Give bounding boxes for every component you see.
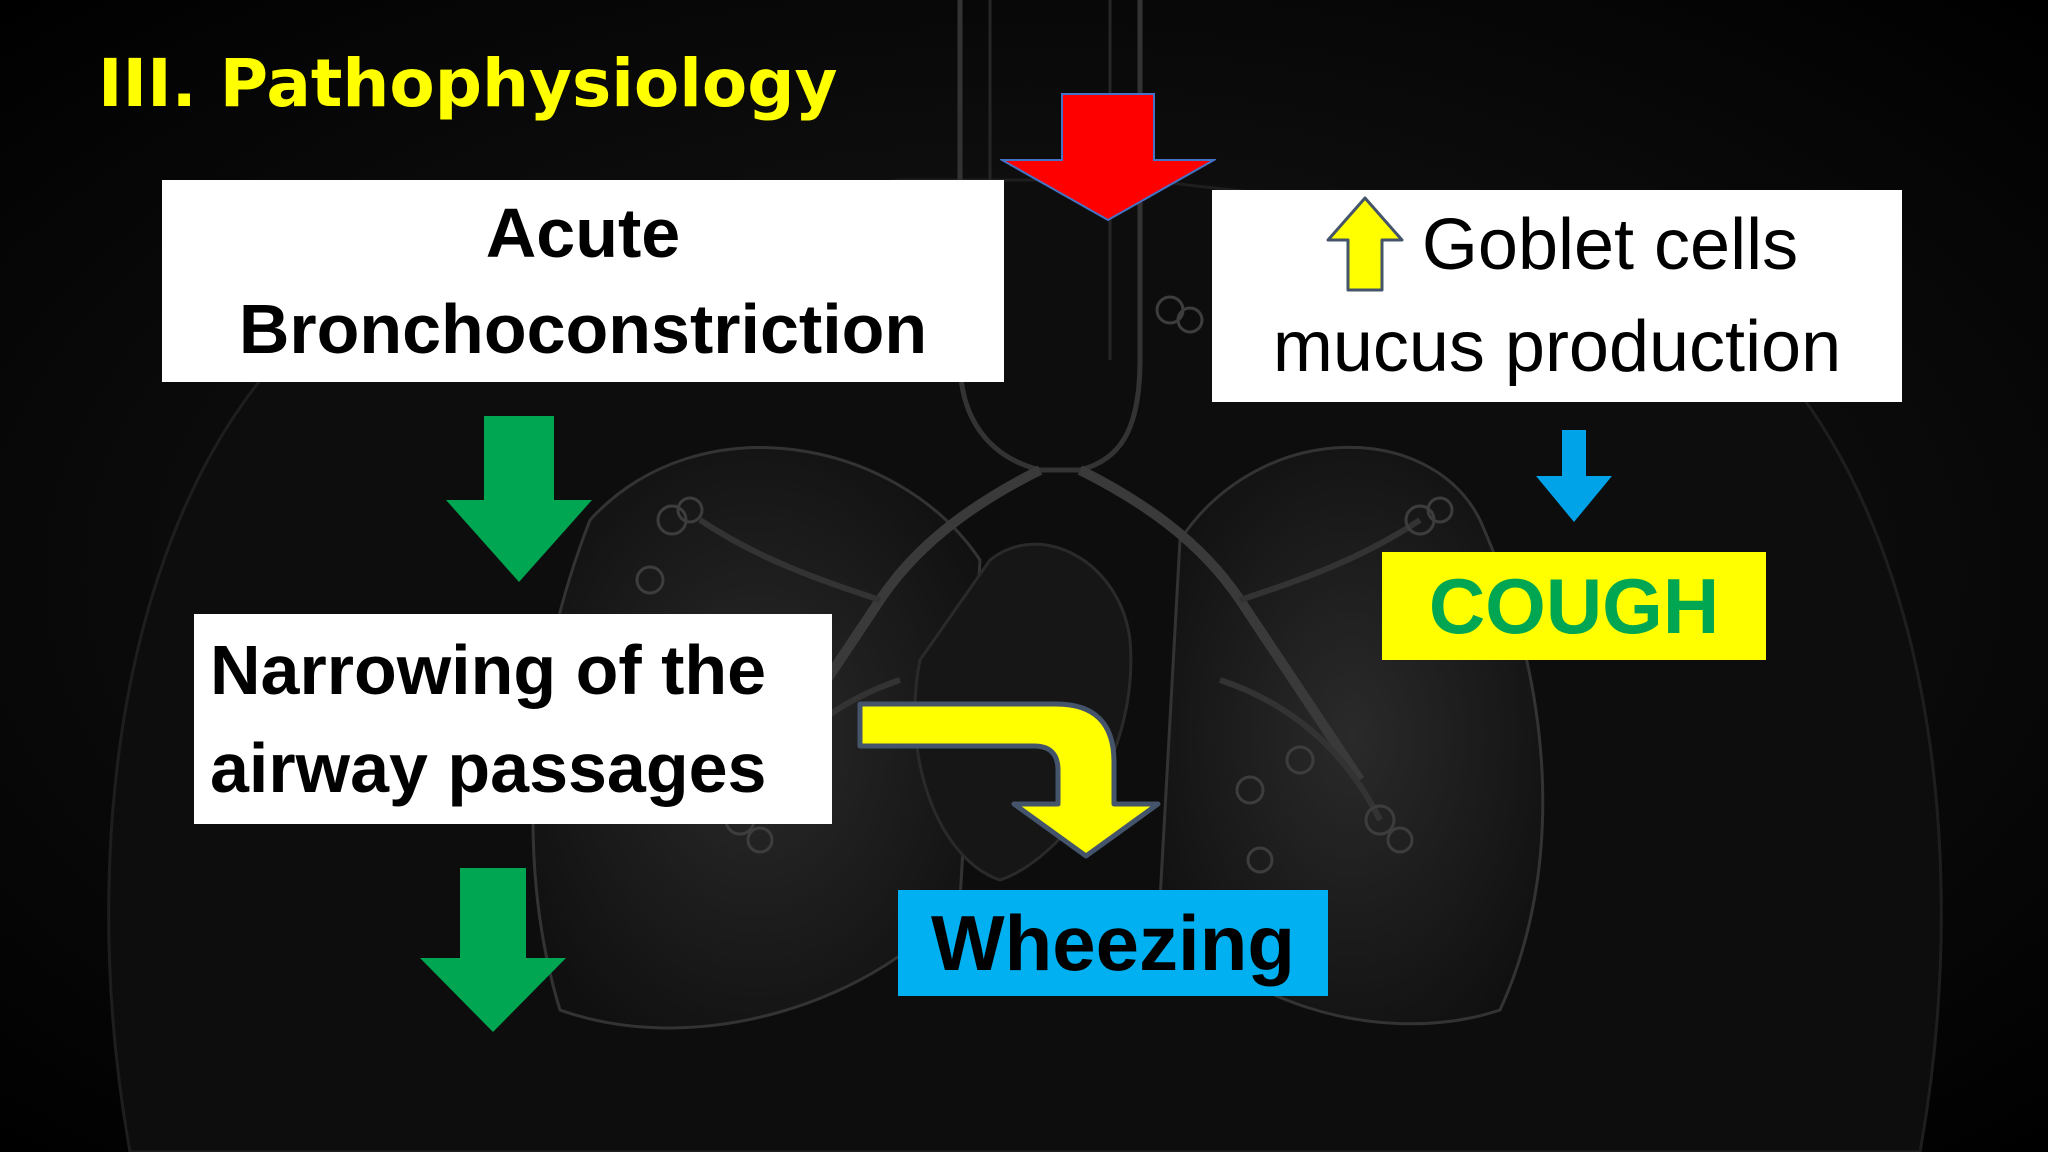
wheezing-box: Wheezing [898, 890, 1328, 996]
goblet-line-1: Goblet cells [1421, 205, 1799, 285]
green-down-arrow-icon-2 [420, 868, 566, 1032]
narrowing-line-1: Narrowing of the [210, 631, 767, 709]
bronchoconstriction-box: Acute Bronchoconstriction [162, 180, 1004, 382]
goblet-cells-box: Goblet cells mucus production [1212, 190, 1902, 402]
goblet-line-2: mucus production [1272, 306, 1842, 387]
wheezing-label: Wheezing [931, 899, 1295, 987]
up-arrow-icon [1326, 196, 1404, 292]
red-down-arrow-icon [1000, 93, 1216, 222]
green-down-arrow-icon [446, 416, 592, 582]
bronchoconstriction-line-1: Acute [485, 194, 681, 272]
bent-arrow-icon [857, 701, 1161, 859]
narrowing-line-2: airway passages [210, 729, 767, 807]
slide-title: III. Pathophysiology [98, 45, 838, 122]
goblet-line-1-row: Goblet cells [1316, 196, 1798, 298]
narrowing-box: Narrowing of the airway passages [194, 614, 832, 824]
blue-down-arrow-icon [1536, 430, 1612, 522]
cough-label: COUGH [1428, 562, 1720, 650]
bronchoconstriction-line-2: Bronchoconstriction [238, 290, 928, 368]
cough-box: COUGH [1382, 552, 1766, 660]
